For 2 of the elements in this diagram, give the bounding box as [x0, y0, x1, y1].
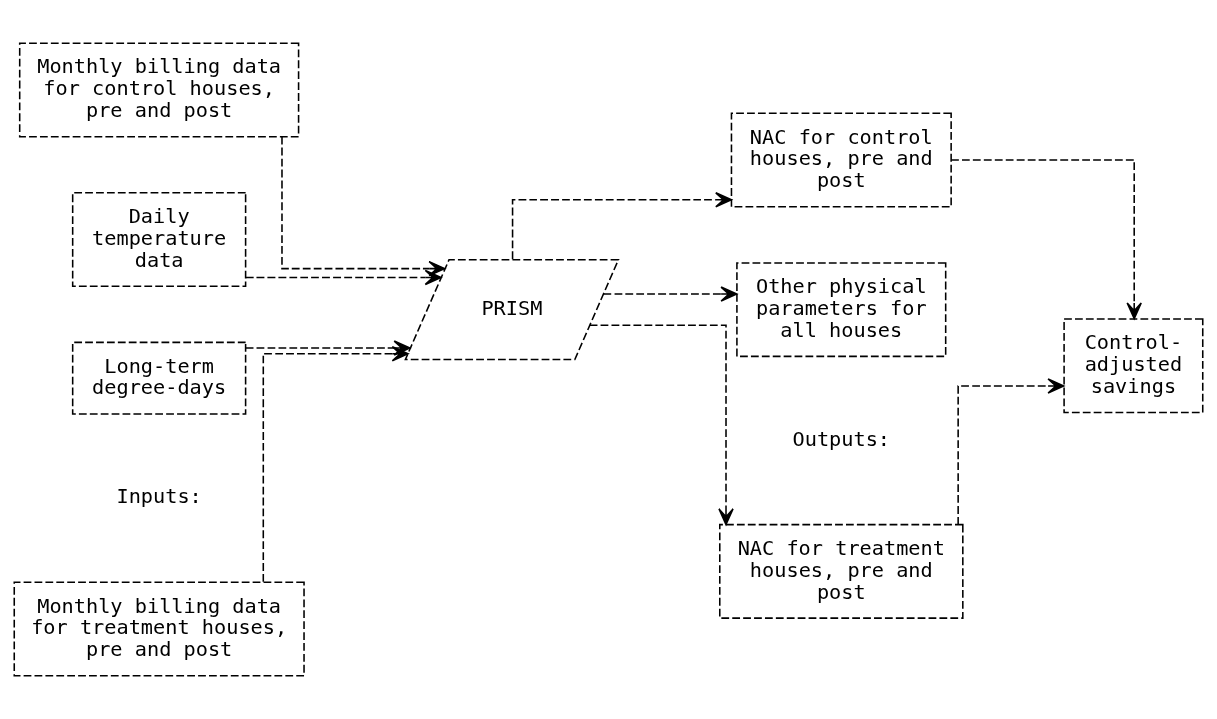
label: Inputs: — [116, 484, 202, 509]
label: Outputs: — [792, 426, 891, 451]
